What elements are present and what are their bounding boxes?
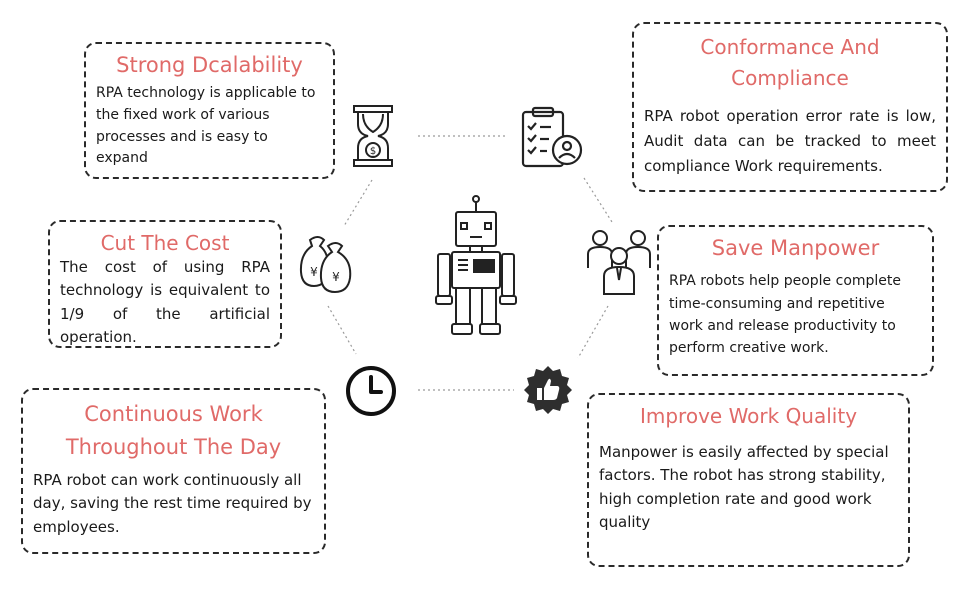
card-title: Save Manpower xyxy=(711,236,880,260)
connector-bottom-right xyxy=(577,305,609,359)
connector-bottom-left xyxy=(327,305,357,355)
card-title: Cut The Cost xyxy=(100,231,230,255)
card-body: Manpower is easily affected by special f… xyxy=(599,443,889,531)
yen-symbol-right: ¥ xyxy=(332,270,340,284)
card-conformance-compliance: Conformance And Compliance RPA robot ope… xyxy=(632,22,948,192)
clipboard-user-icon xyxy=(521,106,583,168)
money-bags-yen-icon: ¥ ¥ xyxy=(299,236,352,294)
svg-text:$: $ xyxy=(370,146,376,157)
card-body: RPA robots help people complete time-con… xyxy=(669,273,902,357)
card-title: Continuous Work Throughout The Day xyxy=(65,402,282,459)
hourglass-dollar-icon: $ xyxy=(353,105,393,167)
card-body: RPA robot can work continuously all day,… xyxy=(33,471,312,536)
team-people-icon xyxy=(587,230,651,295)
card-body: RPA robot operation error rate is low, A… xyxy=(644,107,936,175)
card-cut-the-cost: Cut The Cost The cost of using RPA techn… xyxy=(48,220,282,348)
card-save-manpower: Save Manpower RPA robots help people com… xyxy=(657,225,934,376)
card-continuous-work: Continuous Work Throughout The Day RPA r… xyxy=(21,388,326,554)
card-strong-scalability: Strong Dcalability RPA technology is app… xyxy=(84,42,335,179)
card-improve-work-quality: Improve Work Quality Manpower is easily … xyxy=(587,393,910,567)
card-body: RPA technology is applicable to the fixe… xyxy=(96,85,316,167)
card-title: Strong Dcalability xyxy=(116,53,303,77)
clock-icon xyxy=(346,366,396,416)
connector-top-right xyxy=(583,177,613,223)
yen-symbol-left: ¥ xyxy=(310,265,318,279)
thumbs-up-badge-icon xyxy=(524,366,572,414)
card-title: Conformance And Compliance xyxy=(700,35,880,90)
robot-icon xyxy=(435,195,517,335)
card-body: The cost of using RPA technology is equi… xyxy=(60,258,270,346)
connector-top-left xyxy=(343,179,373,227)
card-title: Improve Work Quality xyxy=(639,404,858,428)
